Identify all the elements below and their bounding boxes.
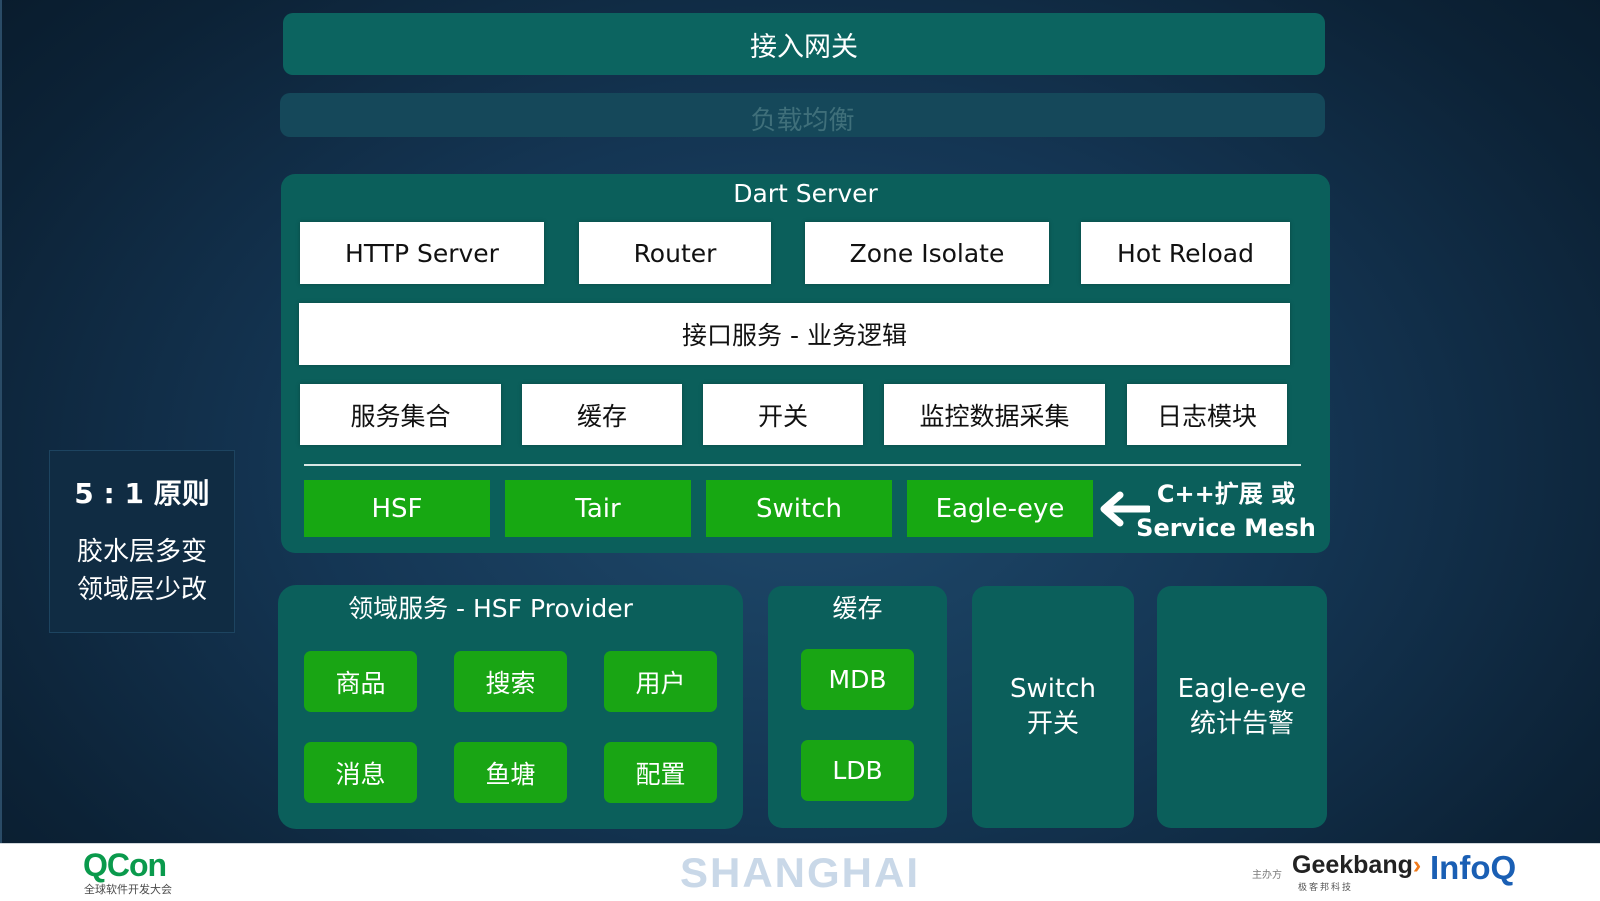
cache-title: 缓存 (832, 594, 883, 623)
gateway-label: 接入网关 (750, 31, 858, 63)
service-mesh-label: Service Mesh (1136, 514, 1316, 542)
product-button: 商品 (304, 651, 417, 712)
slide-background: 接入网关 负载均衡 Dart Server HTTP Server Router… (0, 0, 1600, 843)
mdb-button: MDB (801, 649, 914, 710)
switch-panel (972, 586, 1134, 828)
cache-block: 缓存 (522, 384, 682, 445)
eagle-eye-block: Eagle-eye (907, 480, 1093, 537)
hot-reload-block: Hot Reload (1081, 222, 1290, 284)
principle-line2: 领域层少改 (76, 575, 207, 605)
gateway-bar: 接入网关 (283, 13, 1325, 75)
principle-line1: 胶水层多变 (76, 537, 207, 567)
hsf-block: HSF (304, 480, 490, 537)
message-button: 消息 (304, 742, 417, 803)
switch-block: 开关 (703, 384, 863, 445)
domain-service-title: 领域服务 - HSF Provider (348, 594, 633, 623)
dart-server-title: Dart Server (733, 179, 878, 208)
left-arrow-icon (1100, 491, 1150, 527)
search-button: 搜索 (454, 651, 567, 712)
service-collection-block: 服务集合 (300, 384, 501, 445)
footer-bar: QCon 全球软件开发大会 SHANGHAI 主办方 Geekbang› 极客邦… (0, 843, 1600, 901)
city-label: SHANGHAI (679, 849, 920, 896)
fishpond-button: 鱼塘 (454, 742, 567, 803)
router-block: Router (579, 222, 771, 284)
load-balance-label: 负载均衡 (750, 105, 855, 136)
http-server-block: HTTP Server (300, 222, 544, 284)
zone-isolate-block: Zone Isolate (805, 222, 1049, 284)
qcon-subtitle: 全球软件开发大会 (84, 883, 172, 896)
eagle-eye-panel (1157, 586, 1327, 828)
user-button: 用户 (604, 651, 717, 712)
config-button: 配置 (604, 742, 717, 803)
switch-green-block: Switch (706, 480, 892, 537)
organizer-label: 主办方 (1252, 870, 1282, 881)
infoq-logo: InfoQ (1430, 849, 1517, 886)
interface-service-block: 接口服务 - 业务逻辑 (299, 303, 1290, 365)
divider-line (304, 464, 1301, 466)
principle-title: 5 : 1 原则 (74, 477, 210, 510)
geekbang-logo: Geekbang› (1292, 850, 1421, 880)
geekbang-chevron-icon: › (1412, 851, 1422, 879)
geekbang-subtitle: 极客邦科技 (1298, 883, 1354, 893)
qcon-logo: QCon (83, 847, 167, 883)
eagle-eye-panel-line2: 统计告警 (1189, 709, 1294, 739)
ldb-button: LDB (801, 740, 914, 801)
monitoring-block: 监控数据采集 (884, 384, 1105, 445)
principle-box (49, 450, 235, 633)
qcon-logo-text: QCon (83, 847, 167, 883)
tair-block: Tair (505, 480, 691, 537)
cpp-extension-label: C++扩展 或 (1156, 480, 1296, 508)
eagle-eye-panel-line1: Eagle-eye (1177, 674, 1307, 704)
switch-panel-line2: 开关 (1026, 709, 1079, 739)
geekbang-logo-text: Geekbang (1292, 851, 1413, 879)
log-module-block: 日志模块 (1127, 384, 1287, 445)
switch-panel-line1: Switch (1010, 674, 1096, 704)
load-balance-bar: 负载均衡 (280, 93, 1325, 137)
